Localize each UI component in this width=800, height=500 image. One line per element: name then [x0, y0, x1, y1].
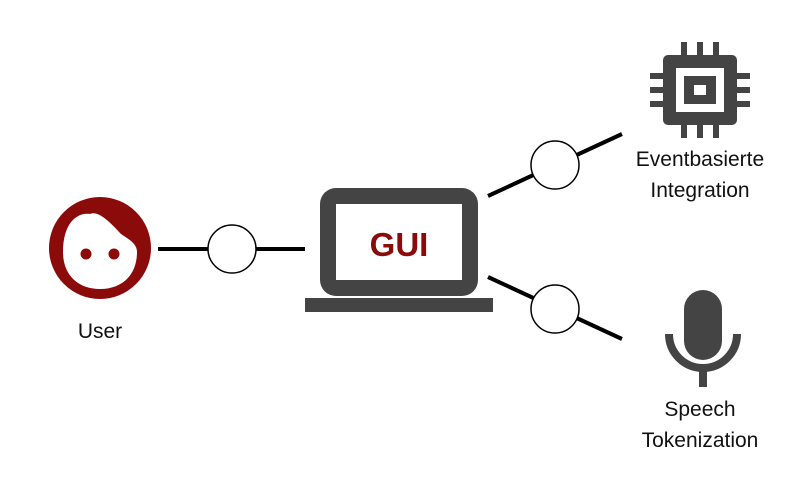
interface-circle-gui-event [530, 140, 580, 190]
speech-tokenization-label-line2: Tokenization [641, 429, 759, 452]
user-face-icon [49, 197, 151, 299]
user-label: User [77, 320, 123, 343]
interface-circle-gui-speech [530, 284, 580, 334]
speech-tokenization-label-line1: Speech [664, 398, 736, 421]
event-integration-label-line1: Eventbasierte [635, 148, 765, 171]
interface-circle-user-gui [207, 224, 257, 274]
laptop-icon [305, 188, 493, 312]
microphone-icon [665, 290, 741, 387]
event-integration-label: Eventbasierte Integration [610, 144, 790, 206]
speech-tokenization-label: Speech Tokenization [610, 394, 790, 456]
gui-label: GUI [370, 226, 429, 263]
processor-chip-icon [650, 42, 750, 138]
event-integration-label-line2: Integration [650, 179, 750, 202]
